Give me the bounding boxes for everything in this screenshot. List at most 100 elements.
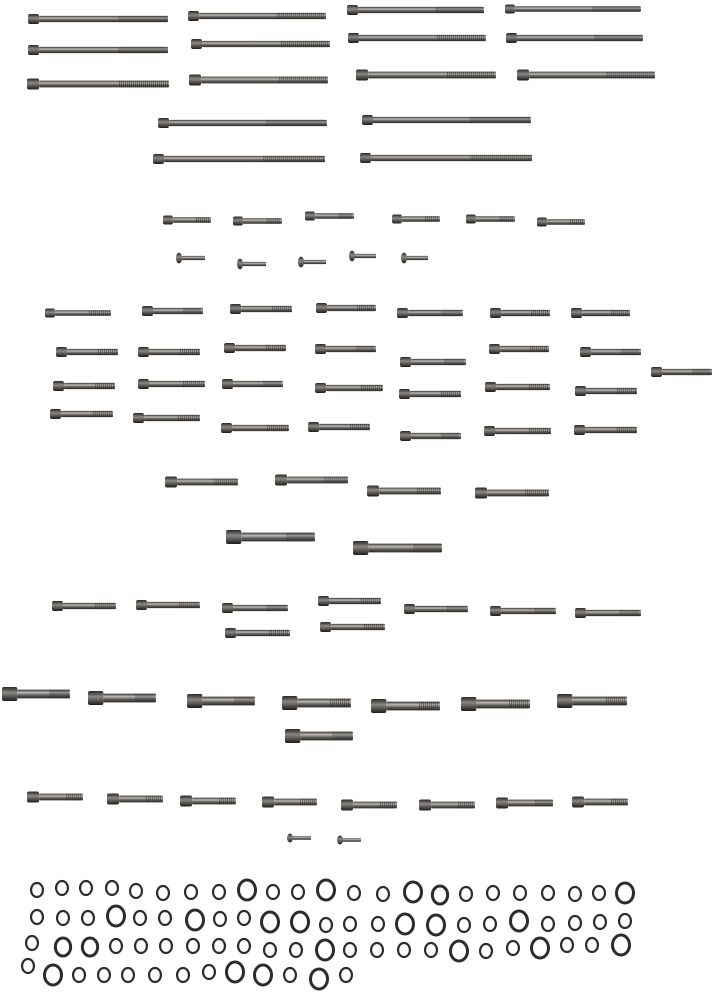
cap-screw [282,696,351,710]
washer [175,966,191,984]
washer [185,937,201,955]
cap-screw [158,118,327,128]
cap-screw [485,382,550,392]
button-head-screw [287,833,311,843]
cap-screw [226,530,315,544]
cap-screw [572,796,628,808]
washer [369,941,385,959]
washer [237,878,257,902]
washer [132,909,148,927]
washer [24,934,40,952]
washer [147,966,163,984]
cap-screw [484,426,551,436]
washer [318,916,334,934]
cap-screw [191,39,330,49]
cap-screw [362,115,531,125]
washer [478,942,494,960]
button-head-screw [298,256,326,268]
washer [211,883,227,901]
washer [567,885,583,903]
washer [80,936,100,958]
washer [540,915,556,933]
washer [29,908,45,926]
washer [262,941,278,959]
washer [133,937,149,955]
washer [617,912,633,930]
washer [236,937,252,955]
washer [370,915,386,933]
cap-screw [136,600,200,610]
washer [29,881,45,899]
cap-screw [285,729,353,743]
cap-screw [341,799,397,811]
cap-screw [496,797,553,809]
washer [78,879,94,897]
washer [342,941,358,959]
washer [458,885,474,903]
cap-screw [107,793,163,805]
cap-screw [580,347,641,357]
cap-screw [52,601,116,611]
cap-screw [404,604,468,614]
washer [559,936,575,954]
cap-screw [651,367,712,377]
washer [211,937,227,955]
washer [396,941,412,959]
washer [449,939,469,963]
button-head-screw [176,252,205,264]
washer [584,936,600,954]
cap-screw [308,422,370,432]
cap-screw [537,217,585,227]
washer [185,908,205,932]
washer [104,879,120,897]
cap-screw [138,347,200,357]
cap-screw [318,596,381,606]
cap-screw [221,423,289,433]
cap-screw [27,791,83,803]
washer [71,966,87,984]
cap-screw [571,308,630,318]
cap-screw [315,383,383,393]
cap-screw [367,485,441,497]
washer [530,936,550,960]
washer [20,957,36,975]
cap-screw [27,78,169,90]
button-head-screw [237,258,266,270]
washer [128,882,144,900]
cap-screw [225,628,290,638]
washer [338,966,354,984]
cap-screw [53,381,115,391]
washer [183,883,199,901]
cap-screw [180,795,236,807]
washer [106,904,126,928]
cap-screw [490,606,556,616]
cap-screw [419,799,475,811]
washer [482,915,498,933]
washer [615,881,635,905]
cap-screw [466,214,515,224]
button-head-screw [401,252,428,264]
washer [315,938,335,962]
washer [96,966,112,984]
washer [426,913,446,937]
cap-screw [165,476,238,488]
cap-screw [360,153,532,163]
cap-screw [233,216,282,226]
washer [395,912,415,936]
cap-screw [230,304,292,314]
washer [423,941,439,959]
cap-screw [187,694,255,708]
cap-screw [28,14,168,24]
cap-screw [356,69,496,81]
cap-screw [371,699,440,713]
cap-screw [557,694,627,708]
washer [201,963,217,981]
washer [43,963,63,987]
washer [253,963,273,987]
cap-screw [305,211,354,221]
cap-screw [50,409,113,419]
cap-screw [315,344,376,354]
button-head-screw [337,835,361,845]
cap-screw [189,74,328,86]
washer [611,933,631,957]
